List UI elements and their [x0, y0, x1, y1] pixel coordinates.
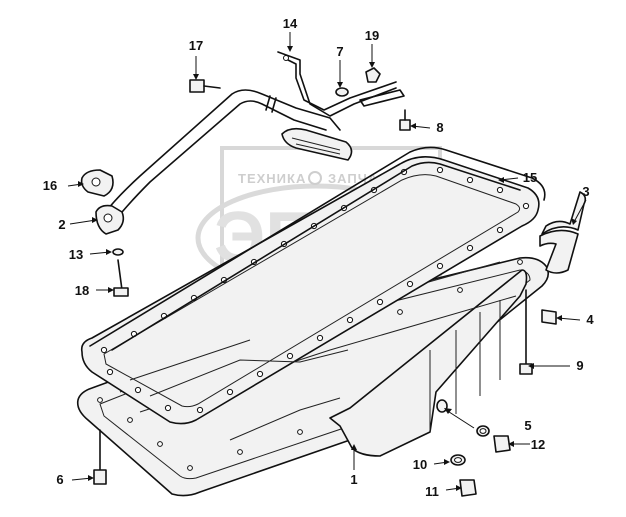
callout-11: 11	[425, 484, 439, 499]
bolt-17	[189, 79, 205, 93]
callout-5: 5	[524, 418, 531, 433]
bolt-18	[117, 259, 123, 291]
callout-16: 16	[43, 178, 57, 193]
callout-12: 12	[531, 437, 545, 452]
washer-7	[335, 87, 349, 97]
callout-4: 4	[586, 312, 594, 327]
callout-8: 8	[436, 120, 443, 135]
plug-4	[541, 309, 557, 325]
nut-19	[365, 67, 381, 83]
oil-pan-upper-flange	[80, 156, 540, 425]
oil-pan-lower-flange	[76, 256, 550, 497]
oil-pan	[76, 156, 550, 497]
plug-12	[493, 435, 511, 453]
oil-pan-sump	[329, 269, 528, 457]
callout-9: 9	[576, 358, 583, 373]
support-bracket	[277, 51, 405, 117]
callout-1: 1	[350, 472, 357, 487]
leader-lines	[67, 32, 587, 491]
callout-10: 10	[413, 457, 427, 472]
callout-3: 3	[582, 184, 589, 199]
oil-pan-gasket	[89, 146, 546, 351]
flange-bolt-holes	[97, 166, 530, 471]
callout-labels: 17 14 7 19 8 16 2 13 18 15 3 4 9 5 12 10…	[43, 16, 595, 499]
oil-pan-sump-ridge	[429, 300, 501, 432]
watermark-gear-icon	[308, 171, 322, 185]
callout-14: 14	[283, 16, 298, 31]
oil-suction-tube	[80, 89, 353, 235]
callout-19: 19	[365, 28, 379, 43]
watermark-text-left: ТЕХНИКА	[238, 171, 306, 186]
callout-6: 6	[56, 472, 63, 487]
gasket-strip	[539, 191, 587, 274]
drain-port	[436, 399, 448, 413]
plug-11	[459, 479, 477, 497]
oil-pan-upper-flange-inner	[103, 174, 521, 408]
oil-pan-baffle	[129, 339, 349, 441]
callout-17: 17	[189, 38, 203, 53]
washer-13	[112, 248, 124, 256]
fasteners	[93, 67, 557, 497]
callout-2: 2	[58, 217, 65, 232]
callout-15: 15	[523, 170, 537, 185]
callout-18: 18	[75, 283, 89, 298]
bolt-8	[399, 119, 411, 131]
callout-7: 7	[336, 44, 343, 59]
callout-13: 13	[69, 247, 83, 262]
